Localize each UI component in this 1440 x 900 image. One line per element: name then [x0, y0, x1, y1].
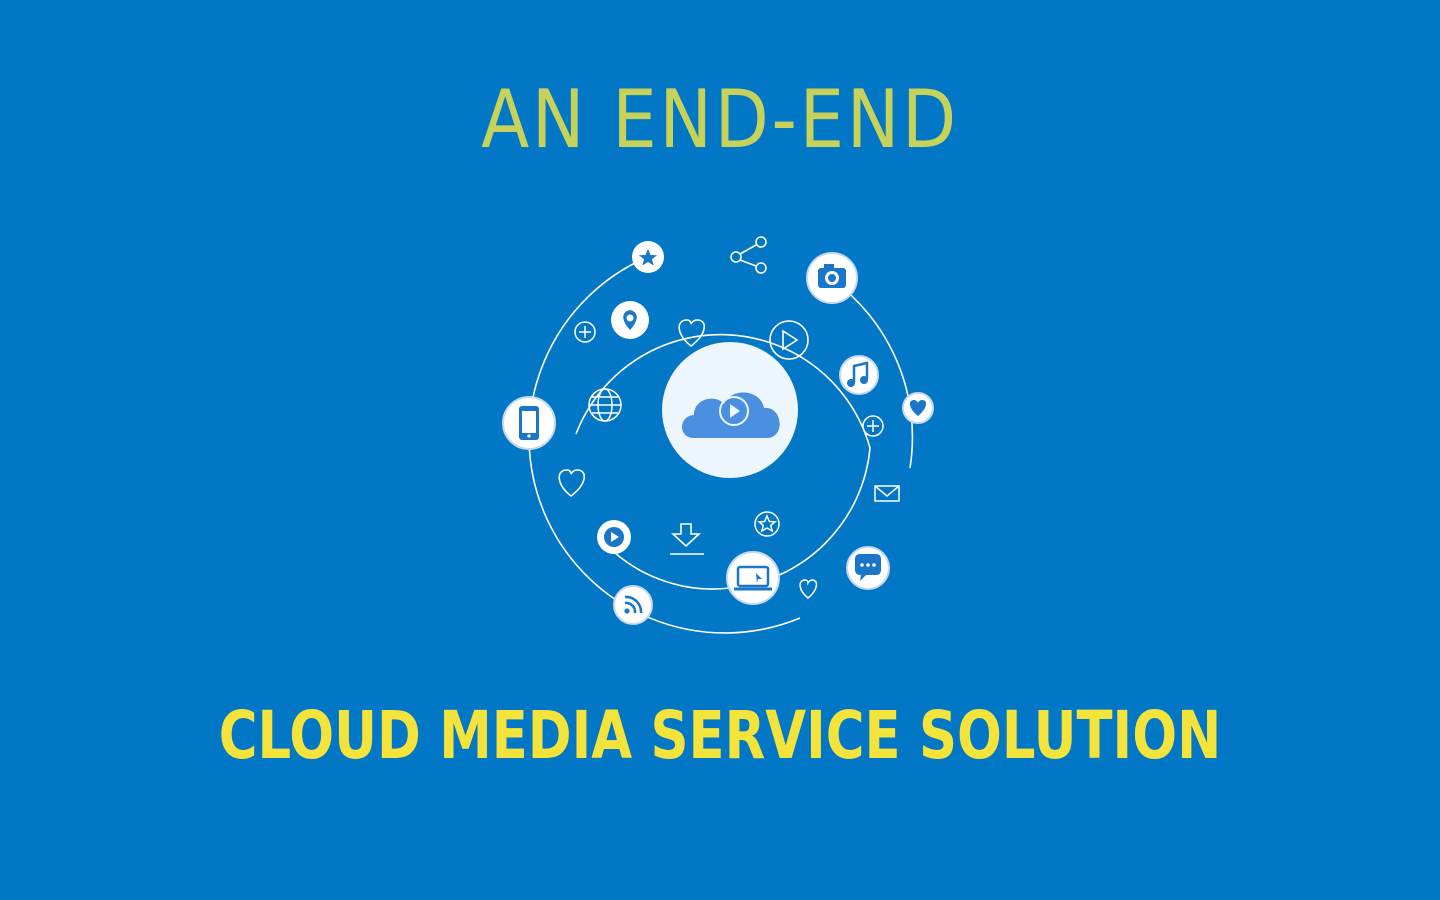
location-pin-icon [611, 301, 649, 339]
play-icon [597, 520, 631, 554]
share-icon [730, 236, 767, 274]
subheadline: CLOUD MEDIA SERVICE SOLUTION [218, 697, 1222, 774]
mail-icon [874, 485, 900, 502]
rss-icon [613, 585, 653, 625]
globe-icon [588, 388, 622, 422]
outer-orbit-right [829, 277, 914, 469]
chat-bubble-icon [846, 546, 890, 590]
plus-icon [574, 321, 596, 343]
camera-icon [806, 252, 858, 304]
plus-icon [862, 415, 884, 437]
heart-icon [678, 319, 705, 348]
star-icon [754, 511, 780, 537]
music-note-icon [839, 355, 879, 395]
cloud-media-illustration [502, 236, 934, 634]
heart-icon [902, 392, 934, 424]
download-icon [670, 523, 704, 555]
star-icon [632, 241, 664, 273]
headline: AN END-END [481, 73, 959, 166]
smartphone-icon [502, 396, 556, 450]
heart-icon [799, 579, 818, 599]
inner-orbit [575, 333, 871, 590]
heart-icon [558, 469, 585, 498]
laptop-icon [726, 551, 780, 605]
cloud-play-icon [662, 342, 798, 478]
play-icon [769, 320, 809, 360]
outer-orbit [528, 255, 801, 634]
